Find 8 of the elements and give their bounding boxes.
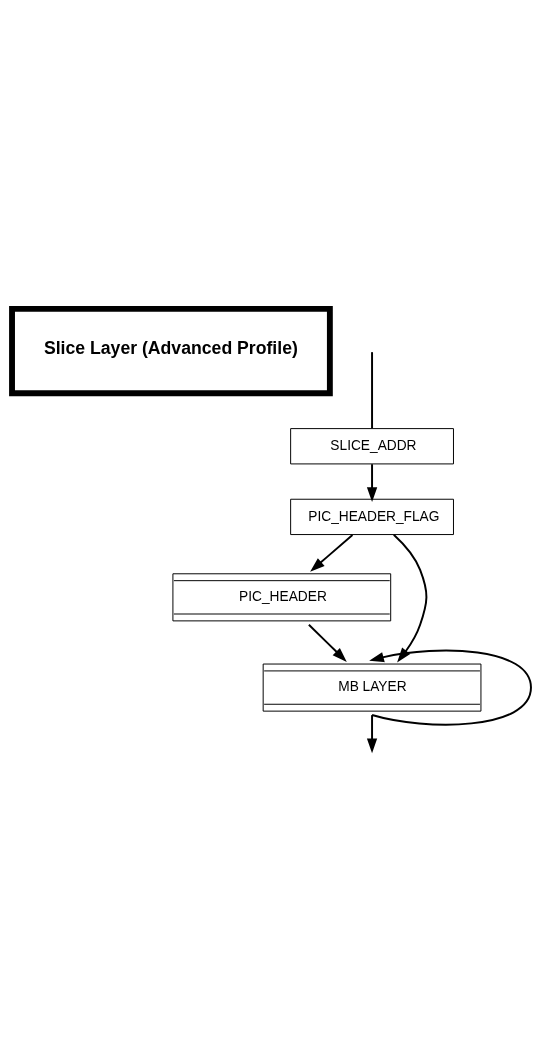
arrow <box>307 623 347 662</box>
connector <box>371 350 374 429</box>
arrow <box>310 533 354 572</box>
node-box: Slice Layer (Advanced Profile) <box>9 305 333 396</box>
node-box: SLICE_ADDR <box>290 427 454 464</box>
arrow <box>366 462 378 502</box>
node-box: PIC_HEADER_FLAG <box>290 498 454 535</box>
arrow <box>366 713 378 753</box>
